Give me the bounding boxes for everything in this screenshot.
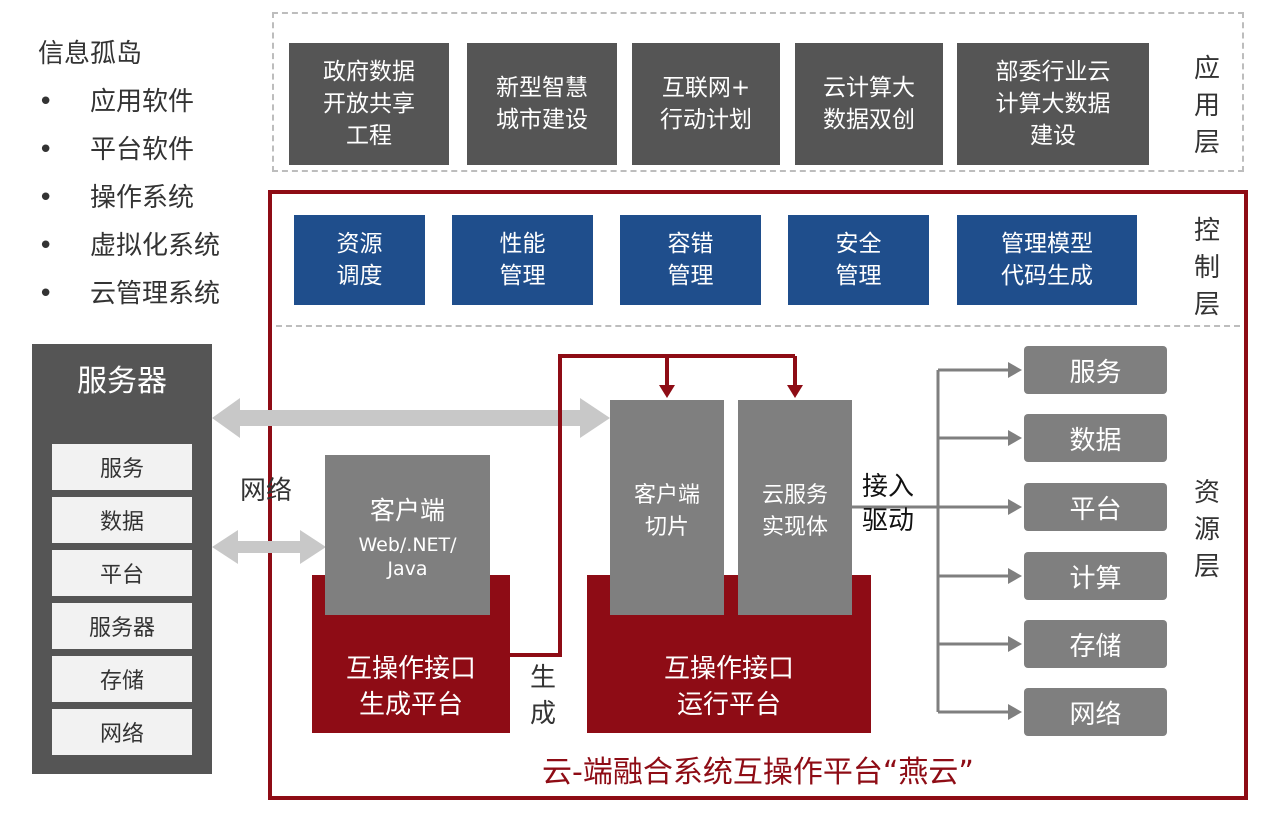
access-tree xyxy=(852,368,1010,714)
application-layer xyxy=(272,12,1244,172)
server-item: 数据 xyxy=(52,497,192,543)
info-island-item: •操作系统 xyxy=(38,183,195,213)
control-box: 管理模型 代码生成 xyxy=(957,215,1137,305)
client-slice-box: 客户端 切片 xyxy=(610,400,724,615)
app-box: 政府数据 开放共享 工程 xyxy=(289,43,449,165)
generate-arrowhead xyxy=(659,385,675,398)
control-box: 安全 管理 xyxy=(788,215,929,305)
platform-title: 云-端融合系统互操作平台“燕云” xyxy=(542,755,974,790)
app-box: 互联网+ 行动计划 xyxy=(632,43,780,165)
control-box: 资源 调度 xyxy=(294,215,425,305)
resource-item: 数据 xyxy=(1024,414,1167,462)
info-island-title: 信息孤岛 xyxy=(38,39,143,69)
resource-item: 存储 xyxy=(1024,620,1167,668)
layer-divider xyxy=(276,325,1240,327)
info-island-panel: 信息孤岛 •应用软件 •平台软件 •操作系统 •虚拟化系统 •云管理系统 xyxy=(38,30,268,318)
server-block: 服务器 服务 数据 平台 服务器 存储 网络 xyxy=(32,344,212,774)
application-layer-label: 应 用 层 xyxy=(1193,53,1220,158)
server-item: 平台 xyxy=(52,550,192,596)
generate-path xyxy=(510,354,797,657)
resource-item: 计算 xyxy=(1024,552,1167,600)
resource-item: 平台 xyxy=(1024,483,1167,531)
client-box: 客户端 Web/.NET/ Java xyxy=(325,455,490,615)
server-item: 存储 xyxy=(52,656,192,702)
network-label: 网络 xyxy=(240,476,293,506)
server-title: 服务器 xyxy=(77,364,167,399)
app-box: 部委行业云 计算大数据 建设 xyxy=(957,43,1149,165)
client-title: 客户端 xyxy=(369,496,445,525)
app-box: 云计算大 数据双创 xyxy=(795,43,943,165)
info-island-item: •应用软件 xyxy=(38,87,195,117)
client-subtitle: Web/.NET/ Java xyxy=(358,534,457,580)
info-island-item: •云管理系统 xyxy=(38,279,221,309)
server-item: 服务器 xyxy=(52,603,192,649)
control-box: 容错 管理 xyxy=(620,215,761,305)
access-driver-label: 接入 驱动 xyxy=(862,472,915,536)
info-island-item: •虚拟化系统 xyxy=(38,231,221,261)
server-item: 网络 xyxy=(52,709,192,755)
generate-label: 生 成 xyxy=(530,663,557,729)
info-island-item: •平台软件 xyxy=(38,135,195,165)
cloud-service-box: 云服务 实现体 xyxy=(738,400,852,615)
app-box: 新型智慧 城市建设 xyxy=(467,43,617,165)
resource-item: 服务 xyxy=(1024,346,1167,394)
access-arrowheads xyxy=(1008,362,1022,720)
generate-arrowhead xyxy=(787,385,803,398)
control-layer-label: 控 制 层 xyxy=(1193,215,1220,320)
network-arrow-top xyxy=(212,398,610,438)
server-item: 服务 xyxy=(52,444,192,490)
resource-layer-label: 资 源 层 xyxy=(1193,477,1220,582)
control-box: 性能 管理 xyxy=(452,215,593,305)
resource-item: 网络 xyxy=(1024,688,1167,736)
yanyun-platform-frame xyxy=(268,190,1248,800)
network-arrow-bottom xyxy=(212,530,326,564)
